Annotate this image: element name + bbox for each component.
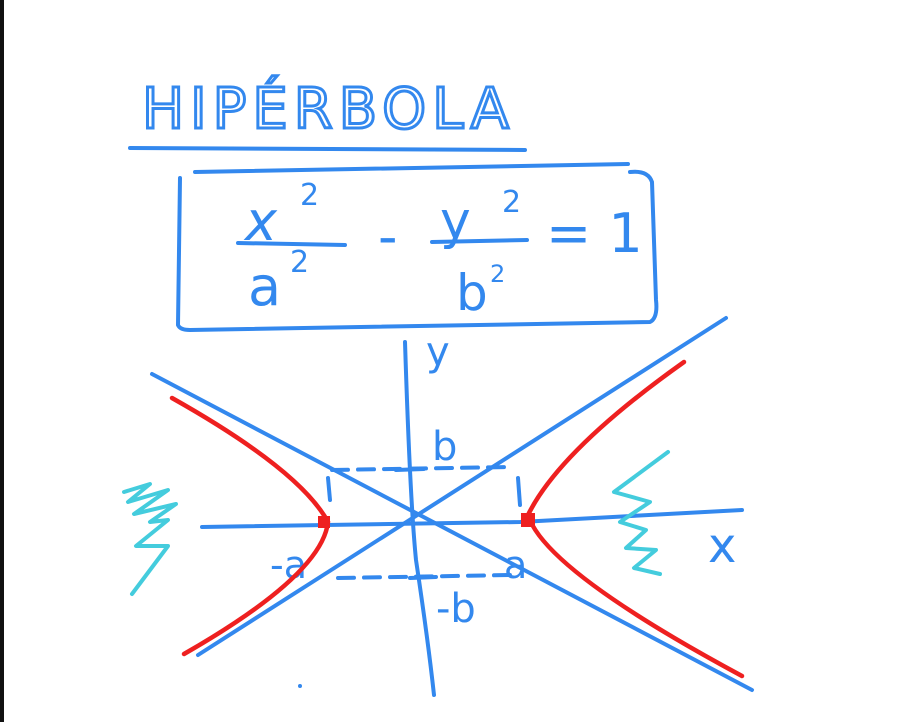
y-axis-label: y bbox=[426, 329, 450, 375]
title-text: HIPÉRBOLA bbox=[142, 77, 515, 142]
cyan-scribble-right bbox=[612, 450, 670, 576]
eq-fraction-bar-right bbox=[430, 238, 529, 244]
eq-minus: - bbox=[378, 205, 398, 268]
eq-exp-num-left: 2 bbox=[300, 178, 319, 213]
eq-denominator-left: a bbox=[248, 255, 281, 318]
label-a: a bbox=[504, 543, 527, 587]
x-axis-label: x bbox=[708, 518, 736, 574]
eq-exp-den-left: 2 bbox=[290, 245, 309, 280]
rect-right-side bbox=[516, 476, 522, 507]
stray-dot bbox=[298, 684, 302, 688]
y-axis bbox=[403, 340, 436, 697]
label-b: b bbox=[432, 424, 457, 470]
title-underline bbox=[128, 146, 527, 152]
eq-exp-num-right: 2 bbox=[502, 185, 521, 220]
vertex-left bbox=[318, 516, 330, 528]
cyan-scribble-left bbox=[122, 482, 178, 596]
eq-fraction-bar-left bbox=[236, 241, 347, 247]
equation-box-top-line bbox=[193, 162, 630, 174]
asymptote-descending bbox=[150, 372, 754, 692]
equation-box bbox=[176, 169, 659, 332]
eq-denominator-right: b bbox=[456, 264, 488, 322]
label-neg-b: -b bbox=[436, 586, 476, 632]
asymptote-ascending bbox=[196, 316, 728, 657]
window-left-edge bbox=[0, 0, 4, 722]
rect-left-side bbox=[326, 476, 332, 502]
tick-neg-b bbox=[408, 575, 438, 580]
tick-b bbox=[394, 467, 426, 472]
x-axis bbox=[200, 508, 744, 529]
eq-exp-den-right: 2 bbox=[490, 260, 505, 288]
eq-equals-one: = 1 bbox=[546, 202, 643, 265]
vertex-right bbox=[521, 513, 535, 527]
